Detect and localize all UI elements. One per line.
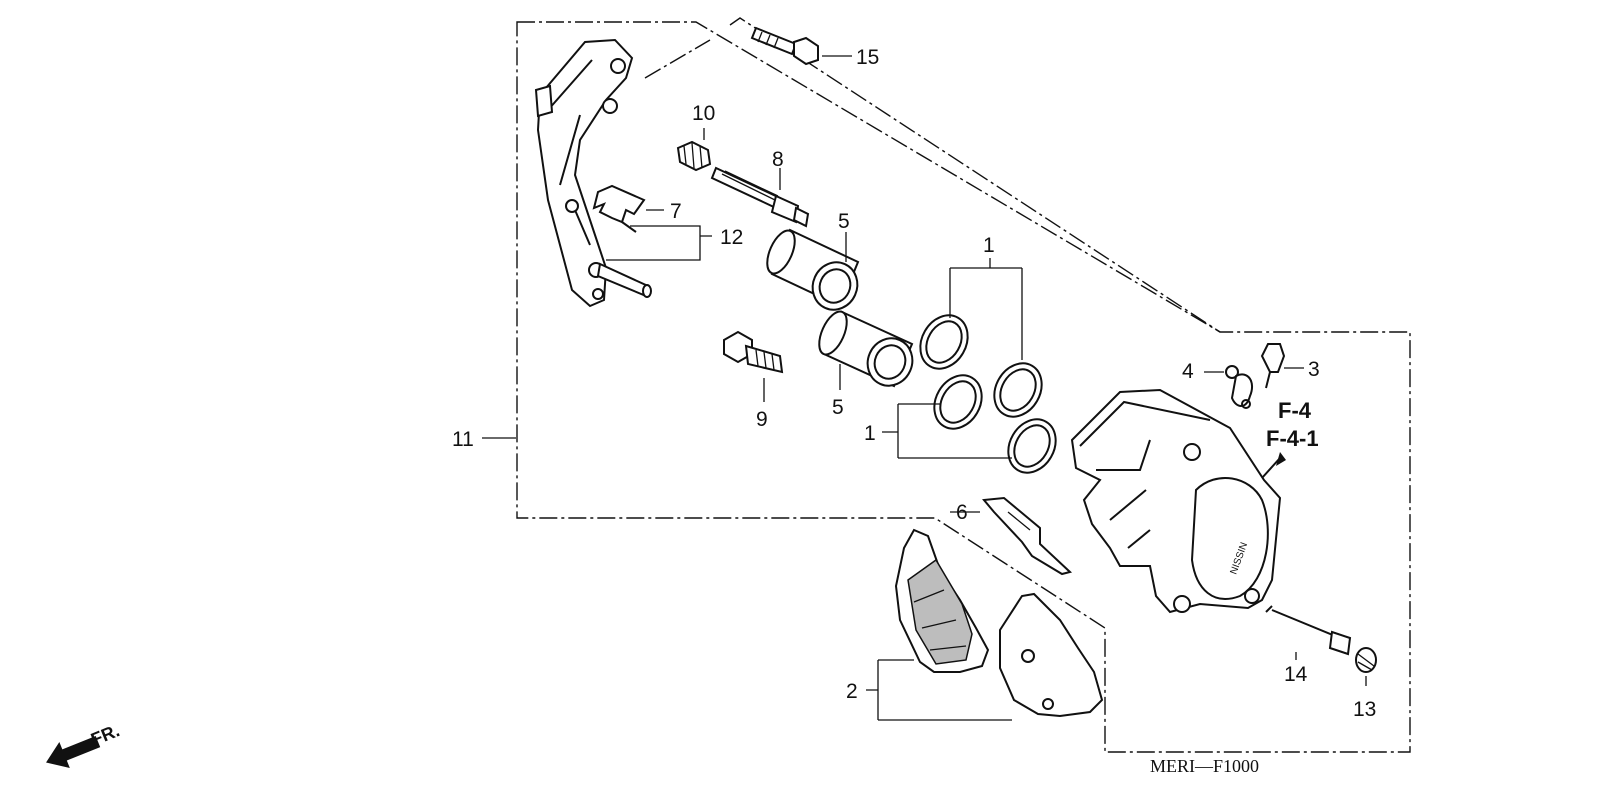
brake-pad-rear [999,592,1104,718]
callout-9: 9 [756,408,768,431]
callout-5-lower: 5 [832,396,844,419]
callout-7: 7 [670,200,682,223]
callout-1-lower: 1 [864,422,876,445]
piston-upper [766,228,860,311]
front-direction-arrow-icon [46,735,101,768]
callout-4: 4 [1182,360,1194,383]
bolt-boundary [644,17,1221,333]
caliper-bolt [723,330,784,374]
pad-pin [1265,605,1352,656]
leader-lines [482,55,1367,721]
callout-15: 15 [856,46,879,69]
callout-1-upper: 1 [983,234,995,257]
mounting-bolt [750,26,819,66]
callout-3: 3 [1308,358,1320,381]
pad-pin-plug [1355,647,1377,673]
pin-boot [676,140,712,172]
piston-seal-2 [993,362,1043,418]
callout-8: 8 [772,148,784,171]
diagram-code: MERI—F1000 [1150,756,1259,776]
piston-seal-1 [919,314,969,370]
bleeder-cap [1225,365,1254,409]
caliper-body: NISSIN [1070,388,1286,614]
piston-seal-4 [1007,418,1057,474]
caliper-bracket [534,38,652,308]
callout-14: 14 [1284,663,1308,686]
bleeder-screw [1260,343,1286,389]
callout-12: 12 [720,226,743,249]
callout-5-upper: 5 [838,210,850,233]
assembly-boundary [516,21,1411,753]
piston-lower [818,310,914,388]
callout-11: 11 [452,428,474,451]
reference-f4: F-4 [1278,398,1312,423]
callout-10: 10 [692,102,715,125]
reference-f4-1: F-4-1 [1266,426,1319,451]
pad-shim [982,496,1073,576]
slide-pin [710,166,810,228]
callout-6: 6 [956,501,968,524]
piston-seal-3 [933,374,983,430]
callout-2: 2 [846,680,858,703]
front-direction-label: FR. [88,720,122,749]
pad-spring [592,184,646,233]
callout-13: 13 [1353,698,1376,721]
brake-pad-front [894,528,990,673]
